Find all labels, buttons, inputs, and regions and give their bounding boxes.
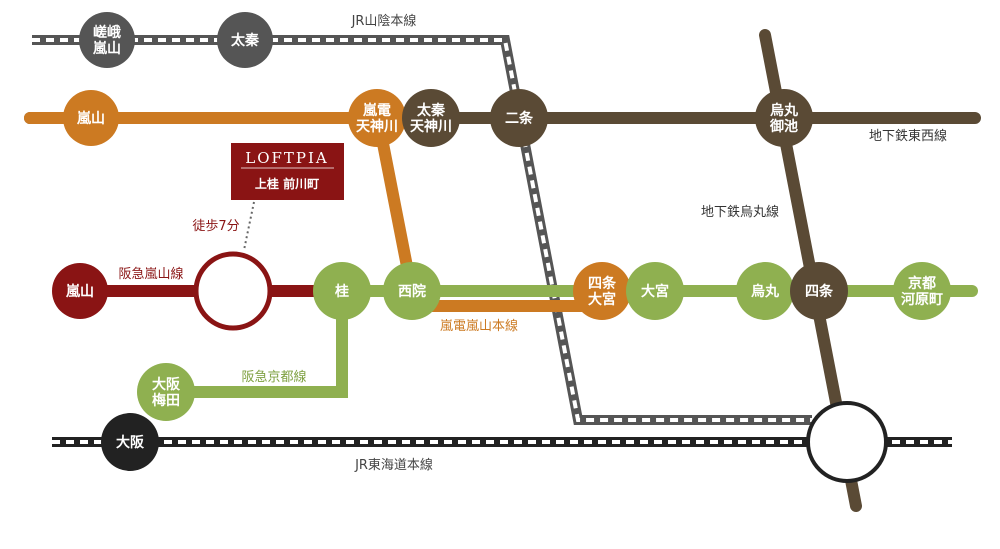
station-name: 御池	[769, 118, 798, 135]
station-marker	[626, 262, 684, 320]
station-marker	[217, 12, 273, 68]
label-walk: 徒歩7分	[192, 219, 239, 234]
station-name: 西院	[398, 283, 426, 300]
label-jr-sanin: JR山陰本線	[351, 13, 417, 29]
label-hankyu-kyoto: 阪急京都線	[241, 369, 306, 385]
loftpia-location: 上桂 前川町	[255, 176, 319, 191]
station-shijo: 四条	[790, 262, 848, 320]
station-uzumasa-jr: 太秦	[217, 12, 273, 68]
station-marker	[573, 262, 631, 320]
walk-route	[243, 201, 255, 251]
station-name: 京都	[827, 430, 867, 454]
station-name: 嵐山	[65, 284, 94, 300]
station-name: 烏丸	[770, 102, 799, 119]
station-arashiyama-randen: 嵐山	[63, 90, 119, 146]
station-omiya: 大宮	[626, 262, 684, 320]
label-karasuma: 地下鉄烏丸線	[701, 204, 779, 220]
loftpia-logo: LOFTPIA	[245, 149, 329, 167]
station-marker	[893, 262, 951, 320]
station-kamikatsura: 上桂	[193, 251, 273, 331]
station-osaka: 大阪	[101, 413, 159, 471]
label-hankyu-arashiyama: 阪急嵐山線	[118, 266, 183, 282]
loftpia-sign: LOFTPIA 上桂 前川町	[231, 143, 344, 200]
station-marker	[52, 263, 108, 319]
station-name: 太秦	[417, 102, 446, 119]
station-nijo: 二条	[490, 89, 548, 147]
station-name: 大宮	[641, 283, 669, 300]
station-marker	[137, 363, 195, 421]
station-marker	[101, 413, 159, 471]
label-jr-tokaido: JR東海道本線	[354, 457, 433, 473]
station-name: 大宮	[588, 291, 616, 308]
station-marker	[790, 262, 848, 320]
stations: 嵯峨嵐山太秦嵐山嵐電天神川太秦天神川二条烏丸御池嵐山上桂桂西院四条大宮大宮烏丸四…	[52, 12, 951, 483]
station-marker	[348, 89, 406, 147]
station-name: 大阪	[152, 376, 181, 393]
station-name: 嵐電	[362, 102, 391, 119]
station-name: 嵯峨	[93, 24, 121, 41]
station-marker	[736, 262, 794, 320]
station-name: 桂	[334, 283, 349, 300]
station-name: 大阪	[116, 434, 145, 451]
station-katsura: 桂	[313, 262, 371, 320]
label-randen-arashiyama: 嵐電嵐山本線	[440, 318, 518, 334]
station-name: 天神川	[410, 118, 452, 135]
station-marker	[755, 89, 813, 147]
station-kyoto: 京都	[806, 401, 888, 483]
label-tozai: 地下鉄東西線	[869, 128, 947, 144]
station-name: 嵐山	[76, 111, 105, 127]
station-sain: 西院	[383, 262, 441, 320]
station-karasuma: 烏丸	[736, 262, 794, 320]
station-marker	[402, 89, 460, 147]
station-name: 烏丸	[751, 283, 780, 300]
station-marker	[806, 401, 888, 483]
station-marker	[313, 262, 371, 320]
station-name: 河原町	[901, 291, 943, 308]
station-arashiyama-hankyu: 嵐山	[52, 263, 108, 319]
station-name: 天神川	[356, 118, 398, 135]
station-name: 京都	[908, 275, 936, 292]
station-name: 上桂	[213, 279, 253, 303]
station-marker	[79, 12, 135, 68]
station-name: 四条	[588, 275, 617, 292]
station-marker	[193, 251, 273, 331]
station-name: 嵐山	[92, 41, 121, 57]
station-marker	[490, 89, 548, 147]
station-marker	[383, 262, 441, 320]
station-name: 梅田	[152, 392, 180, 409]
station-marker	[63, 90, 119, 146]
station-name: 太秦	[231, 32, 260, 49]
station-name: 四条	[805, 283, 834, 300]
station-name: 二条	[505, 110, 534, 127]
